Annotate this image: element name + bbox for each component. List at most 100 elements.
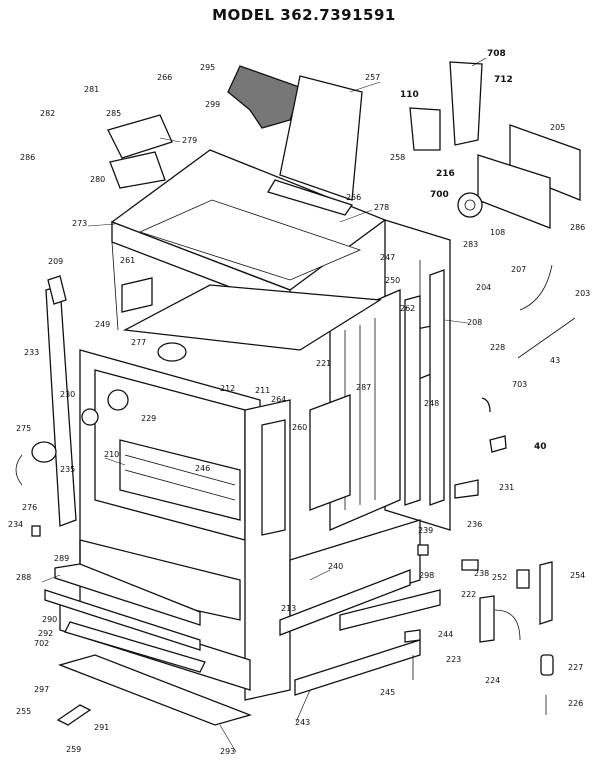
bottom-290 bbox=[44, 589, 201, 651]
callout-292: 292 bbox=[38, 629, 53, 638]
callout-702: 702 bbox=[34, 639, 49, 648]
callout-297: 297 bbox=[34, 685, 49, 694]
callout-40: 40 bbox=[534, 442, 547, 452]
callout-252: 252 bbox=[492, 573, 507, 582]
callout-287: 287 bbox=[356, 383, 371, 392]
callout-258: 258 bbox=[390, 153, 405, 162]
hinge-254 bbox=[539, 561, 553, 625]
callout-700: 700 bbox=[430, 190, 449, 200]
callout-211: 211 bbox=[255, 386, 270, 395]
callout-233: 233 bbox=[24, 348, 39, 357]
callout-289: 289 bbox=[54, 554, 69, 563]
broiler-rack bbox=[119, 439, 241, 521]
callout-279: 279 bbox=[182, 136, 197, 145]
callout-226: 226 bbox=[568, 699, 583, 708]
callout-273: 273 bbox=[72, 219, 87, 228]
callout-43: 43 bbox=[550, 356, 560, 365]
callout-234: 234 bbox=[8, 520, 23, 529]
strip-248 bbox=[404, 295, 421, 506]
hinge-222 bbox=[479, 595, 495, 643]
wire-276 bbox=[15, 454, 23, 486]
callout-243: 243 bbox=[295, 718, 310, 727]
callout-276: 276 bbox=[22, 503, 37, 512]
callout-229: 229 bbox=[141, 414, 156, 423]
callout-256: 256 bbox=[346, 193, 361, 202]
bracket-261 bbox=[121, 277, 153, 313]
callout-293: 293 bbox=[220, 747, 235, 756]
loose-parts bbox=[15, 61, 581, 726]
callout-708: 708 bbox=[487, 49, 506, 59]
callout-278: 278 bbox=[374, 203, 389, 212]
burner-assembly bbox=[107, 114, 173, 159]
oven-liner-top bbox=[122, 284, 382, 351]
model-title: MODEL 362.7391591 bbox=[212, 6, 396, 24]
insulation-287 bbox=[309, 394, 351, 511]
callout-299: 299 bbox=[205, 100, 220, 109]
callout-275: 275 bbox=[16, 424, 31, 433]
callout-231: 231 bbox=[499, 483, 514, 492]
callout-288: 288 bbox=[16, 573, 31, 582]
callout-298: 298 bbox=[419, 571, 434, 580]
drawer-front-289 bbox=[54, 563, 201, 626]
callout-266: 266 bbox=[157, 73, 172, 82]
callout-235: 235 bbox=[60, 465, 75, 474]
callout-286a: 286 bbox=[20, 153, 35, 162]
callout-250: 250 bbox=[385, 276, 400, 285]
callout-264: 264 bbox=[271, 395, 286, 404]
hinge-slot bbox=[261, 419, 286, 536]
callout-259: 259 bbox=[66, 745, 81, 754]
callout-262: 262 bbox=[400, 304, 415, 313]
callout-208: 208 bbox=[467, 318, 482, 327]
callout-712: 712 bbox=[494, 75, 513, 85]
callout-248: 248 bbox=[424, 399, 439, 408]
callout-227: 227 bbox=[568, 663, 583, 672]
part-238 bbox=[461, 559, 479, 571]
callout-261: 261 bbox=[120, 256, 135, 265]
leader-lines bbox=[41, 57, 487, 753]
cord-203 bbox=[519, 264, 553, 311]
callout-239: 239 bbox=[418, 526, 433, 535]
knob-230 bbox=[81, 408, 99, 426]
callout-283: 283 bbox=[463, 240, 478, 249]
callout-295: 295 bbox=[200, 63, 215, 72]
callout-257: 257 bbox=[365, 73, 380, 82]
callout-223: 223 bbox=[446, 655, 461, 664]
callout-281: 281 bbox=[84, 85, 99, 94]
callout-110: 110 bbox=[400, 90, 419, 100]
callout-254: 254 bbox=[570, 571, 585, 580]
callout-213: 213 bbox=[281, 604, 296, 613]
callout-204: 204 bbox=[476, 283, 491, 292]
bracket-40 bbox=[489, 435, 507, 453]
callout-222: 222 bbox=[461, 590, 476, 599]
callout-228: 228 bbox=[490, 343, 505, 352]
vent-ring bbox=[157, 342, 187, 362]
callout-108: 108 bbox=[490, 228, 505, 237]
left-back-strap bbox=[45, 285, 77, 527]
callout-282: 282 bbox=[40, 109, 55, 118]
callout-212: 212 bbox=[220, 384, 235, 393]
wire-43 bbox=[517, 317, 576, 359]
callout-245: 245 bbox=[380, 688, 395, 697]
callout-240: 240 bbox=[328, 562, 343, 571]
knob-229 bbox=[107, 389, 129, 411]
callout-210: 210 bbox=[104, 450, 119, 459]
callout-203: 203 bbox=[575, 289, 590, 298]
callout-221: 221 bbox=[316, 359, 331, 368]
callout-246: 246 bbox=[195, 464, 210, 473]
callout-labels: 266 295 257 708 712 110 205 281 299 282 … bbox=[8, 49, 590, 756]
bracket-708 bbox=[449, 61, 483, 146]
light-275 bbox=[31, 441, 57, 463]
clip-252 bbox=[516, 569, 530, 589]
bracket-231 bbox=[454, 479, 479, 499]
callout-291: 291 bbox=[94, 723, 109, 732]
control-110 bbox=[409, 107, 441, 151]
base-291 bbox=[57, 654, 253, 726]
callout-244: 244 bbox=[438, 630, 453, 639]
callout-249: 249 bbox=[95, 320, 110, 329]
callout-205: 205 bbox=[550, 123, 565, 132]
rail-240 bbox=[279, 569, 411, 636]
callout-224: 224 bbox=[485, 676, 500, 685]
callout-703: 703 bbox=[512, 380, 527, 389]
back-cover-205 bbox=[509, 124, 581, 201]
callout-290: 290 bbox=[42, 615, 57, 624]
